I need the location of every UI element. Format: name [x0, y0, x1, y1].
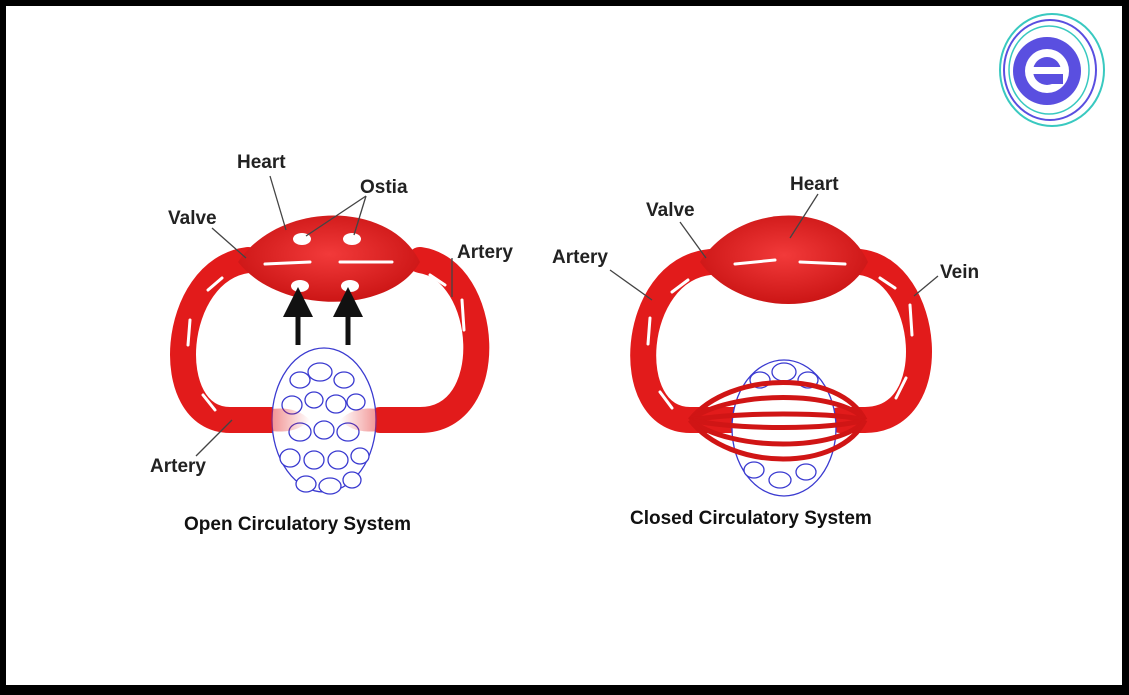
- closed-system-diagram: Heart Valve Artery Vein Closed Circulato…: [552, 174, 979, 529]
- open-label-ostia: Ostia: [360, 177, 408, 198]
- closed-heart: [700, 216, 868, 305]
- ostium: [341, 280, 359, 292]
- closed-system-title: Closed Circulatory System: [630, 508, 872, 529]
- open-label-artery-right: Artery: [457, 242, 513, 263]
- closed-label-valve: Valve: [646, 200, 695, 221]
- closed-label-heart: Heart: [790, 174, 839, 195]
- closed-label-artery: Artery: [552, 247, 608, 268]
- open-system-title: Open Circulatory System: [184, 514, 411, 535]
- open-label-valve: Valve: [168, 208, 217, 229]
- open-label-heart: Heart: [237, 152, 286, 173]
- closed-label-vein: Vein: [940, 262, 979, 283]
- ostium: [291, 280, 309, 292]
- open-system-diagram: Heart Ostia Valve Artery Artery Open Cir…: [150, 152, 513, 535]
- edu-e-logo-icon: [1000, 14, 1104, 126]
- ostium: [343, 233, 361, 245]
- open-heart: [238, 216, 420, 302]
- open-label-artery-left: Artery: [150, 456, 206, 477]
